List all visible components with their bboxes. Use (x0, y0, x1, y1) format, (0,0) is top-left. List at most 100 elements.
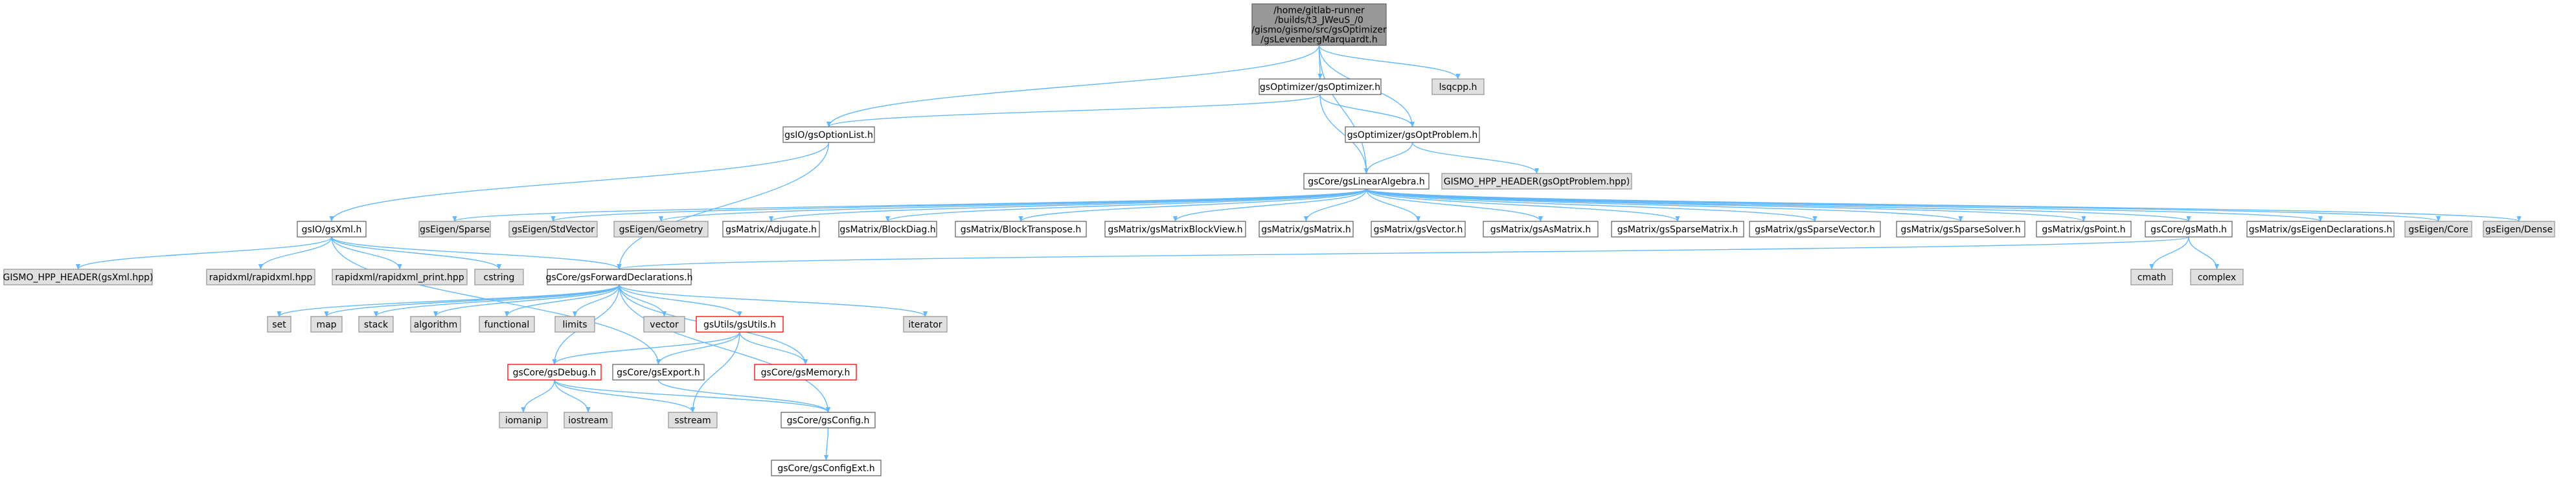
node-optproblem-box (1345, 126, 1480, 143)
node-adjugate[interactable]: gsMatrix/Adjugate.h (722, 221, 820, 238)
edge-optproblem-to-gismohdr_opt (1411, 142, 1540, 174)
node-matrixblockview-box (1104, 221, 1246, 238)
node-eigen_stdvector-box (508, 221, 598, 238)
edge-optimizer-to-optionlist (826, 94, 1321, 128)
node-debug-box (507, 364, 602, 381)
node-sparsevector[interactable]: gsMatrix/gsSparseVector.h (1749, 221, 1881, 238)
node-memory[interactable]: gsCore/gsMemory.h (754, 364, 857, 381)
node-matrixblockview[interactable]: gsMatrix/gsMatrixBlockView.h (1104, 221, 1246, 238)
node-eigen_geometry-label: gsEigen/Geometry (619, 225, 703, 235)
node-optionlist[interactable]: gsIO/gsOptionList.h (782, 126, 875, 143)
node-gspoint-label: gsMatrix/gsPoint.h (2042, 225, 2125, 235)
node-gsmatrix[interactable]: gsMatrix/gsMatrix.h (1259, 221, 1354, 238)
node-export[interactable]: gsCore/gsExport.h (612, 364, 705, 381)
node-complex: complex (2190, 269, 2244, 285)
node-adjugate-box (722, 221, 820, 238)
node-asmatrix[interactable]: gsMatrix/gsAsMatrix.h (1483, 221, 1599, 238)
node-blocktranspose[interactable]: gsMatrix/BlockTranspose.h (955, 221, 1087, 238)
edge-linalg-to-sparsematrix (1365, 188, 1680, 222)
edge-xml-to-gismohdr_xml (76, 236, 332, 270)
edge-linalg-to-eigen_sparse (452, 188, 1367, 222)
node-iostream-label: iostream (568, 416, 608, 426)
node-sparsesolver-box (1896, 221, 2025, 238)
node-xml-box (297, 221, 367, 238)
node-utils-label: gsUtils/gsUtils.h (703, 320, 776, 330)
node-rapidxml-label: rapidxml/rapidxml.hpp (209, 273, 313, 283)
node-linalg[interactable]: gsCore/gsLinearAlgebra.h (1303, 173, 1430, 190)
edge-utils-to-memory (739, 331, 808, 365)
node-eigen_sparse-label: gsEigen/Sparse (420, 225, 490, 235)
edge-linalg-to-gsvector (1365, 188, 1421, 222)
node-utils[interactable]: gsUtils/gsUtils.h (696, 316, 784, 333)
edge-linalg-to-blocktranspose (1018, 188, 1367, 222)
node-utils-box (696, 316, 784, 333)
edge-gsmath-to-complex (2188, 236, 2220, 270)
edge-root-to-linalg (1318, 45, 1369, 174)
node-gsvector[interactable]: gsMatrix/gsVector.h (1371, 221, 1466, 238)
edge-utils-to-debug (552, 331, 740, 365)
node-gsmatrix-box (1259, 221, 1354, 238)
node-iterator: iterator (903, 316, 948, 333)
node-export-label: gsCore/gsExport.h (617, 368, 700, 378)
node-gismohdr_opt-box (1441, 173, 1632, 190)
node-fwddecl[interactable]: gsCore/gsForwardDeclarations.h (545, 269, 693, 285)
edge-fwddecl-to-config (619, 284, 831, 413)
node-gismohdr_xml-box (3, 269, 153, 285)
node-optimizer-box (1259, 78, 1382, 95)
edge-gsmath-to-fwddecl (617, 236, 2189, 270)
edge-linalg-to-adjugate (769, 188, 1367, 222)
node-blocktranspose-box (955, 221, 1087, 238)
node-gspoint-box (2036, 221, 2132, 238)
node-algorithm-box (410, 316, 461, 333)
node-blockdiag[interactable]: gsMatrix/BlockDiag.h (838, 221, 937, 238)
edge-root-to-lsqcpp (1318, 45, 1461, 80)
node-iostream-box (564, 412, 613, 429)
node-complex-label: complex (2198, 273, 2236, 283)
node-blockdiag-box (838, 221, 937, 238)
node-sparsevector-box (1749, 221, 1881, 238)
node-blockdiag-label: gsMatrix/BlockDiag.h (839, 225, 935, 235)
edge-linalg-to-gspoint (1365, 188, 2086, 222)
node-configext[interactable]: gsCore/gsConfigExt.h (771, 460, 882, 476)
edge-linalg-to-gsmath (1365, 188, 2191, 222)
node-root-label: /builds/t3_JWeuS_/0 (1275, 16, 1363, 26)
node-gsvector-box (1371, 221, 1466, 238)
node-functional: functional (479, 316, 535, 333)
edge-optionlist-to-xml (329, 142, 830, 222)
node-sparsesolver[interactable]: gsMatrix/gsSparseSolver.h (1896, 221, 2025, 238)
node-sstream-label: sstream (674, 416, 711, 426)
node-sparsematrix[interactable]: gsMatrix/gsSparseMatrix.h (1611, 221, 1744, 238)
node-optimizer[interactable]: gsOptimizer/gsOptimizer.h (1259, 78, 1382, 95)
node-eigen_dense-box (2483, 221, 2555, 238)
edge-linalg-to-asmatrix (1365, 188, 1544, 222)
node-optproblem[interactable]: gsOptimizer/gsOptProblem.h (1345, 126, 1480, 143)
node-memory-box (754, 364, 857, 381)
node-debug[interactable]: gsCore/gsDebug.h (507, 364, 602, 381)
node-lsqcpp: lsqcpp.h (1431, 78, 1485, 95)
node-lsqcpp-label: lsqcpp.h (1439, 82, 1477, 93)
node-gsmath[interactable]: gsCore/gsMath.h (2145, 221, 2233, 238)
node-eigendecl[interactable]: gsMatrix/gsEigenDeclarations.h (2246, 221, 2395, 238)
node-gspoint[interactable]: gsMatrix/gsPoint.h (2036, 221, 2132, 238)
node-cstring-box (474, 269, 524, 285)
edge-fwddecl-to-set (277, 284, 620, 317)
edge-root-to-optionlist (826, 45, 1320, 128)
node-blocktranspose-label: gsMatrix/BlockTranspose.h (961, 225, 1082, 235)
node-eigen_core-box (2404, 221, 2472, 238)
node-gsmatrix-label: gsMatrix/gsMatrix.h (1261, 225, 1351, 235)
edge-config-to-configext (823, 427, 829, 461)
node-configext-box (771, 460, 882, 476)
node-root[interactable]: /home/gitlab-runner/builds/t3_JWeuS_/0/g… (1251, 3, 1387, 46)
node-linalg-label: gsCore/gsLinearAlgebra.h (1308, 177, 1425, 187)
node-iomanip-box (499, 412, 548, 429)
edge-fwddecl-to-utils (619, 284, 742, 317)
edge-linalg-to-eigendecl (1365, 188, 2323, 222)
node-config[interactable]: gsCore/gsConfig.h (781, 412, 876, 429)
edge-optionlist-to-fwddecl (617, 142, 830, 270)
node-stack-box (358, 316, 394, 333)
node-limits-label: limits (562, 320, 587, 330)
node-xml[interactable]: gsIO/gsXml.h (297, 221, 367, 238)
node-gsmath-label: gsCore/gsMath.h (2150, 225, 2227, 235)
node-cmath: cmath (2130, 269, 2173, 285)
node-sparsevector-label: gsMatrix/gsSparseVector.h (1755, 225, 1875, 235)
